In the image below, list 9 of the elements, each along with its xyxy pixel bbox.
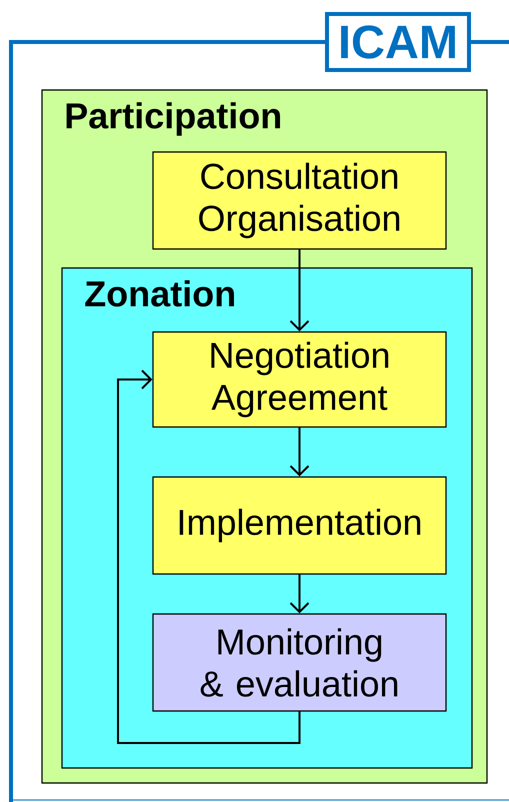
process-box: Consultation Organisation [152, 151, 447, 250]
process-box: Implementation [152, 476, 447, 575]
process-box: Negotiation Agreement [152, 331, 447, 428]
title-badge: ICAM [325, 12, 471, 72]
arrow [290, 428, 310, 476]
process-box: Monitoring & evaluation [152, 613, 447, 712]
arrow [290, 574, 310, 614]
arrow [117, 370, 300, 744]
arrow [290, 250, 310, 332]
